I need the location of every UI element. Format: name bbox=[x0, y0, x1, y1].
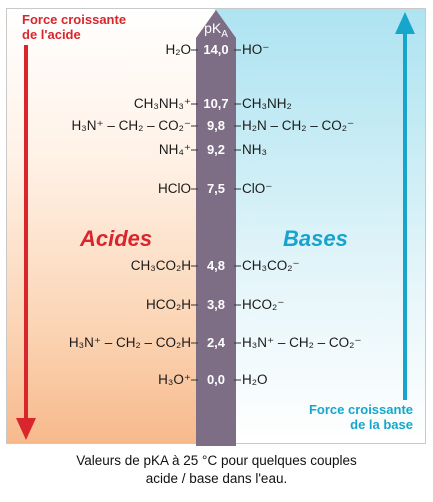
base-strength-label: Force croissante de la base bbox=[309, 402, 413, 432]
pka-axis-arrow bbox=[196, 10, 236, 446]
pka-value: 4,8 bbox=[206, 258, 226, 273]
base-species: H₃N⁺ – CH₂ – CO₂⁻ bbox=[242, 335, 362, 350]
base-strength-line-1: Force croissante bbox=[308, 402, 413, 417]
base-strength-line-2: de la base bbox=[350, 417, 413, 432]
acid-species: H₃O⁺ bbox=[158, 372, 191, 387]
pka-title-subscript: A bbox=[221, 28, 228, 40]
base-strength-arrow-head bbox=[395, 12, 415, 34]
base-species: CH₃CO₂⁻ bbox=[242, 258, 300, 273]
acid-species: H₃N⁺ – CH₂ – CO₂H bbox=[68, 335, 191, 350]
bases-heading: Bases bbox=[283, 226, 348, 251]
acid-species: NH₄⁺ bbox=[158, 142, 191, 157]
pka-value: 9,8 bbox=[206, 118, 226, 133]
pka-value: 14,0 bbox=[203, 42, 229, 57]
acid-species: HClO bbox=[158, 181, 191, 196]
caption-line-2: acide / base dans l'eau. bbox=[145, 471, 288, 486]
acid-strength-arrow-head bbox=[16, 418, 36, 440]
pka-value: 2,4 bbox=[206, 335, 226, 350]
pka-axis-title: pKA bbox=[196, 20, 236, 40]
acids-heading: Acides bbox=[80, 226, 153, 251]
base-species: NH₃ bbox=[242, 142, 267, 157]
base-species: H₂N – CH₂ – CO₂⁻ bbox=[242, 118, 355, 133]
acid-species: CH₃CO₂H bbox=[130, 258, 191, 273]
base-species: CH₃NH₂ bbox=[242, 96, 292, 111]
acid-species: HCO₂H bbox=[146, 297, 191, 312]
base-species: HO⁻ bbox=[242, 42, 270, 57]
acid-strength-line-2: de l'acide bbox=[22, 27, 81, 42]
pka-value: 10,7 bbox=[203, 96, 229, 111]
pka-value: 0,0 bbox=[206, 372, 226, 387]
base-species: HCO₂⁻ bbox=[242, 297, 285, 312]
pka-value: 9,2 bbox=[206, 142, 226, 157]
pka-value: 7,5 bbox=[206, 181, 226, 196]
pka-value: 3,8 bbox=[206, 297, 226, 312]
base-species: ClO⁻ bbox=[242, 181, 273, 196]
pka-title-main: pK bbox=[204, 20, 222, 36]
acid-strength-line-1: Force croissante bbox=[22, 12, 127, 27]
acid-species: H₃N⁺ – CH₂ – CO₂⁻ bbox=[71, 118, 192, 133]
caption-line-1: Valeurs de pKA à 25 °C pour quelques cou… bbox=[76, 453, 357, 468]
acid-strength-label: Force croissante de l'acide bbox=[22, 12, 126, 42]
acid-side-background bbox=[7, 9, 215, 443]
base-side-background bbox=[215, 9, 425, 443]
acid-species: H₂O bbox=[165, 42, 192, 57]
base-species: H₂O bbox=[242, 372, 268, 387]
acid-species: CH₃NH₃⁺ bbox=[133, 96, 191, 111]
